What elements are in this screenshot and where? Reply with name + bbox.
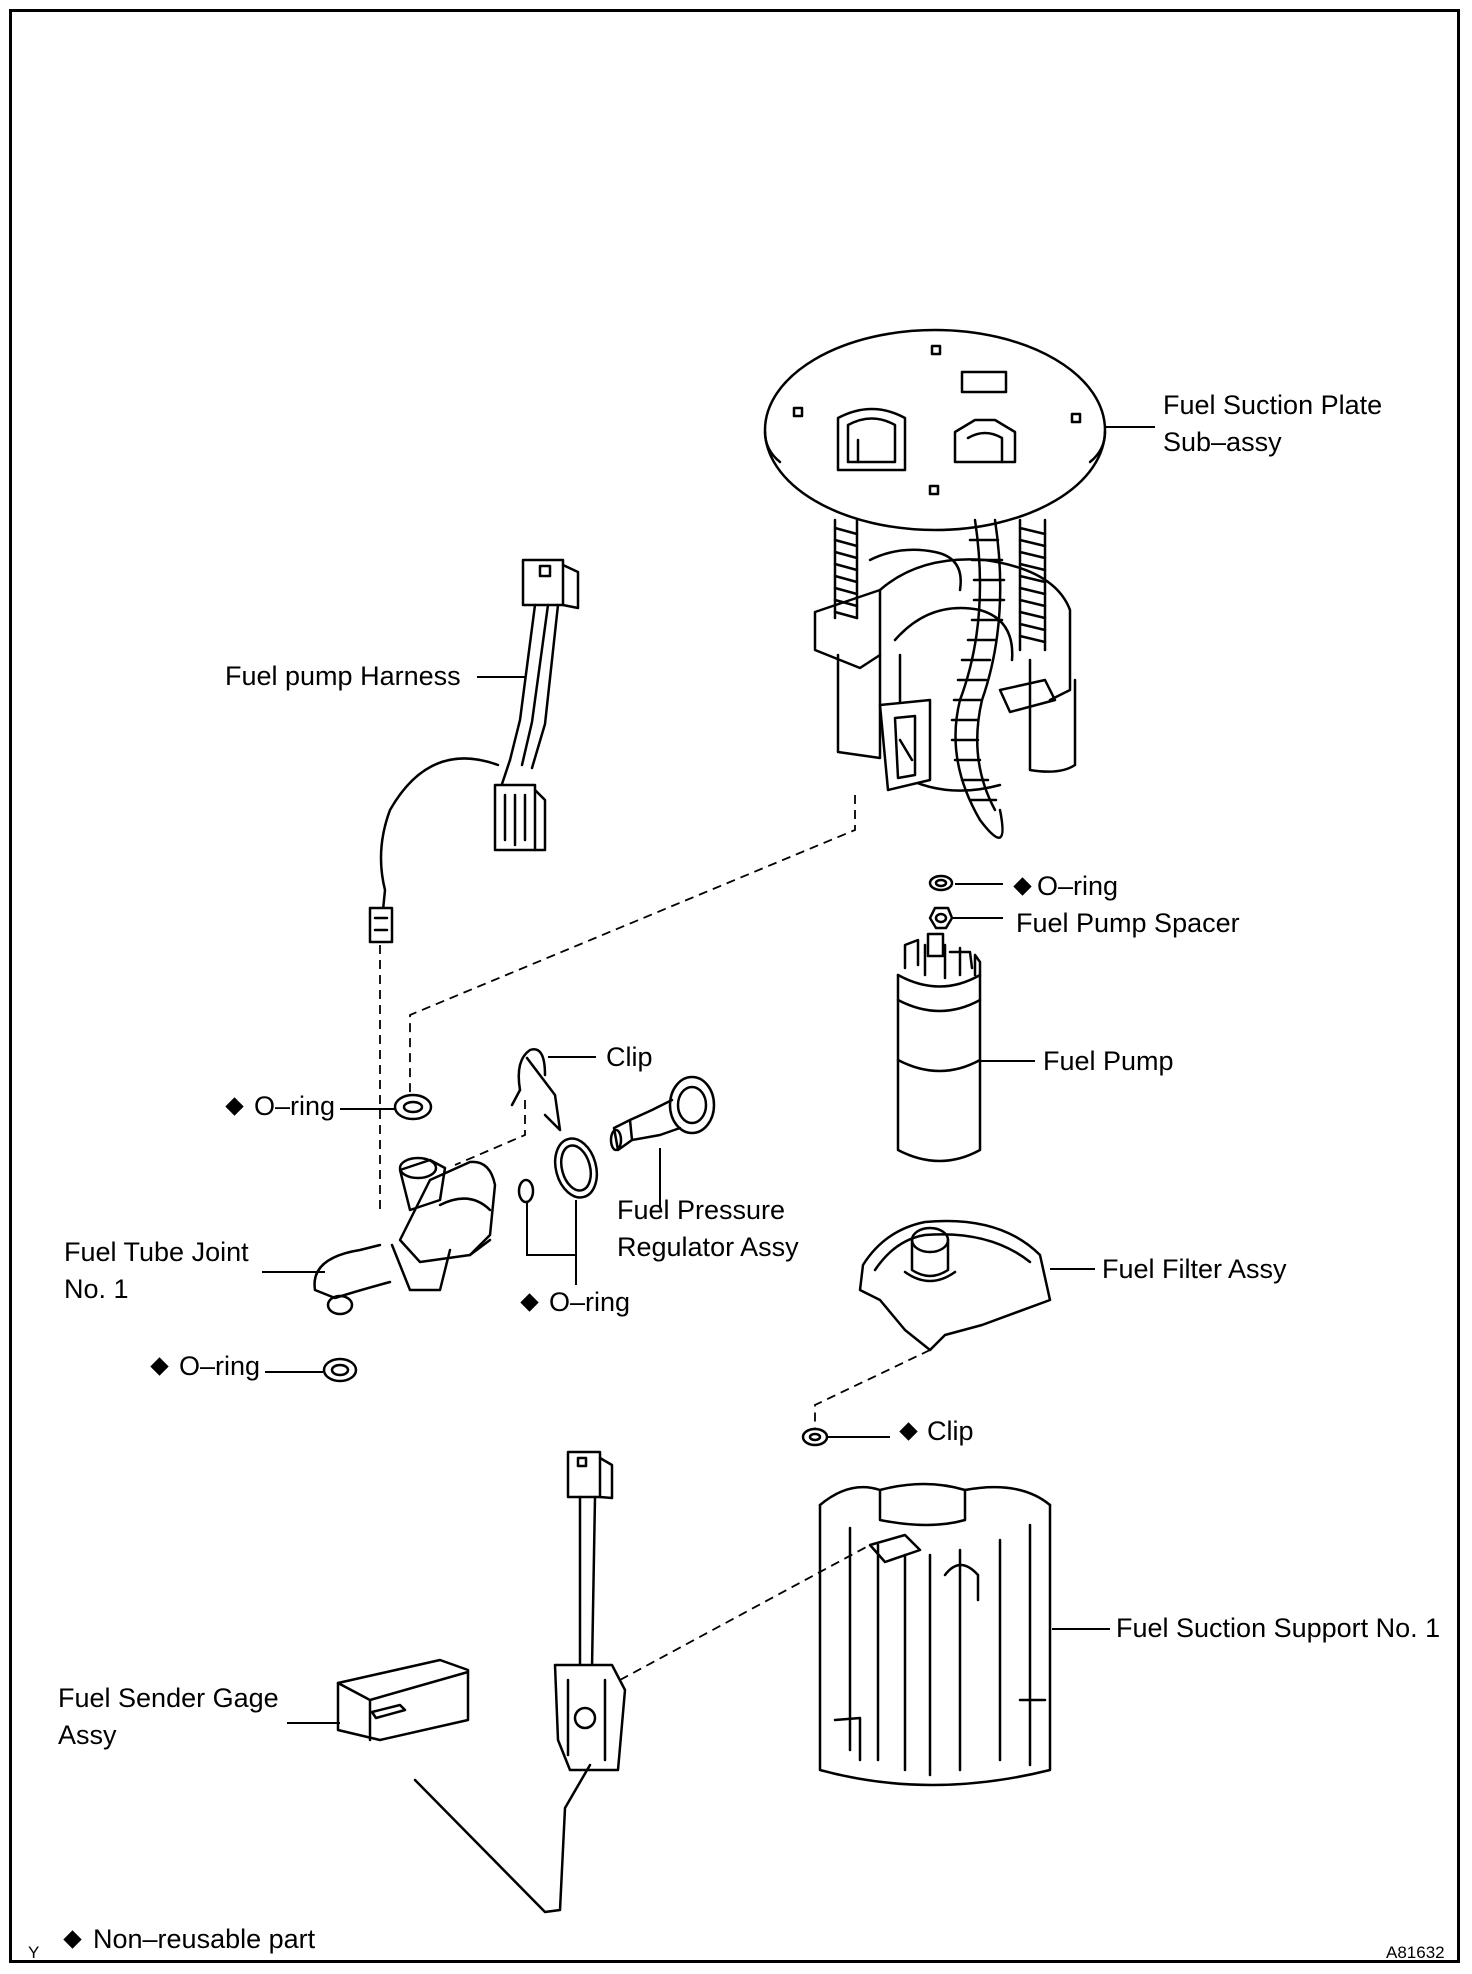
fuel-pressure-regulator-part <box>609 1075 716 1152</box>
label-o-ring-middle: O–ring <box>549 1287 631 1317</box>
label-fuel-suction-plate: Fuel Suction Plate Sub–assy <box>1163 390 1383 457</box>
label-fuel-sender-gage: Fuel Sender Gage Assy <box>58 1683 279 1750</box>
label-o-ring-lower: O–ring <box>179 1351 261 1381</box>
o-ring-small-part <box>517 1178 535 1204</box>
spring-left <box>833 518 859 620</box>
fuel-pump-harness-part <box>368 558 580 944</box>
label-fuel-filter-assy: Fuel Filter Assy <box>1102 1254 1287 1284</box>
corner-mark: Y <box>28 1943 40 1962</box>
fuel-sender-gage-part <box>336 1450 627 1914</box>
label-o-ring-left: O–ring <box>254 1091 336 1121</box>
label-fuel-pressure-regulator: Fuel Pressure Regulator Assy <box>617 1195 799 1262</box>
label-clip-lower: Clip <box>927 1416 974 1446</box>
label-fuel-pump-spacer: Fuel Pump Spacer <box>1016 908 1240 938</box>
label-fuel-tube-joint: Fuel Tube Joint No. 1 <box>64 1237 249 1304</box>
dash-clip-to-joint <box>454 1100 526 1166</box>
fuel-suction-support-part <box>818 1482 1052 1787</box>
fuel-pump-spacer-part <box>928 906 954 930</box>
o-ring-top-part <box>928 874 954 892</box>
dash-plate-to-joint <box>409 795 856 1095</box>
clip-upper-part <box>510 1048 562 1132</box>
figure-code: A81632 <box>1386 1943 1445 1962</box>
label-clip-upper: Clip <box>606 1042 653 1072</box>
label-fuel-suction-support: Fuel Suction Support No. 1 <box>1116 1613 1441 1643</box>
fuel-tube-joint-part <box>313 1156 497 1316</box>
fuel-pump-part <box>896 932 982 1163</box>
label-o-ring-top: O–ring <box>1037 871 1119 901</box>
o-ring-left-part <box>393 1093 433 1121</box>
label-fuel-pump: Fuel Pump <box>1043 1046 1174 1076</box>
legend-text: Non–reusable part <box>93 1924 316 1954</box>
fuel-filter-part <box>858 1219 1052 1352</box>
spring-right <box>1018 518 1047 652</box>
diagram-frame <box>9 9 1460 1963</box>
o-ring-large-part <box>553 1137 599 1199</box>
dash-sender-to-support <box>619 1544 871 1681</box>
clip-lower-part <box>801 1427 829 1447</box>
fuel-suction-plate-part <box>763 328 1107 840</box>
o-ring-lower-part <box>322 1357 358 1383</box>
leader-o-ring-mid <box>526 1200 577 1285</box>
dash-filter-to-clip <box>814 1349 931 1430</box>
label-fuel-pump-harness: Fuel pump Harness <box>225 661 461 691</box>
